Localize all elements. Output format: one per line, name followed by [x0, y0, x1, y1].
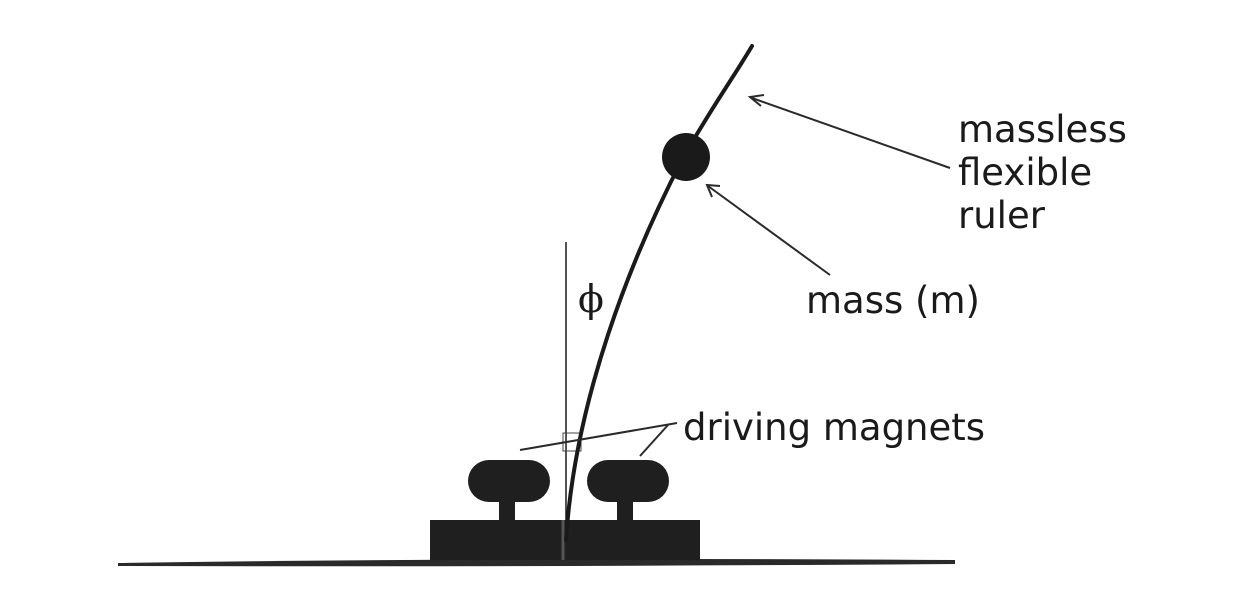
mass-pointer-arrowhead: [705, 183, 721, 198]
magnets-pointer-right: [639, 424, 669, 457]
ruler-pointer-line: [751, 97, 951, 169]
ground-line: [118, 559, 955, 567]
label-ruler-line1: massless: [958, 108, 1127, 151]
magnets-pointer-left: [519, 422, 678, 451]
label-ruler-line3: ruler: [958, 194, 1046, 237]
right-driving-magnet: [587, 460, 669, 502]
mass-ball: [662, 133, 710, 181]
flexible-ruler: [564, 44, 754, 542]
mass-pointer-line: [707, 185, 831, 276]
label-angle-phi: ϕ: [578, 277, 604, 321]
left-driving-magnet: [468, 460, 550, 502]
ruler-pointer-arrowhead: [747, 94, 765, 107]
label-mass: mass (m): [806, 279, 980, 322]
label-ruler-line2: flexible: [958, 151, 1092, 194]
label-driving-magnets: driving magnets: [683, 406, 985, 449]
